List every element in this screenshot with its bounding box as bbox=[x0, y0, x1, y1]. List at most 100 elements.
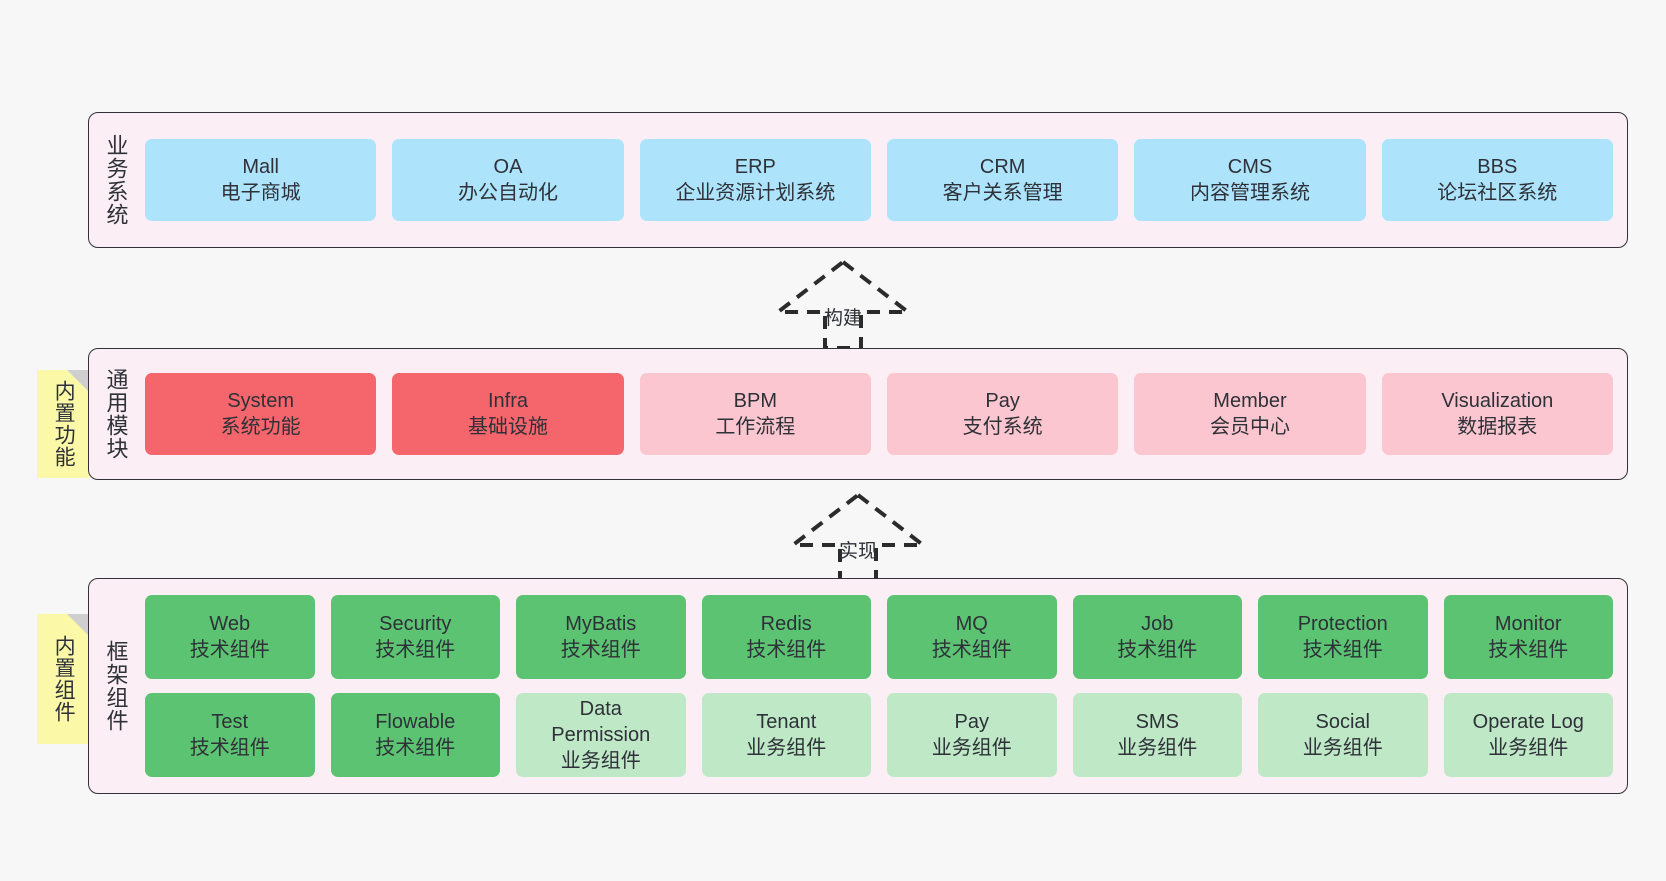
card-title: Mall bbox=[242, 156, 279, 178]
card-redis[interactable]: Redis 技术组件 bbox=[701, 595, 871, 679]
card-subtitle: 技术组件 bbox=[189, 639, 270, 661]
card-title: Redis bbox=[760, 613, 812, 635]
card-title: Tenant bbox=[756, 711, 817, 733]
card-subtitle: 电子商城 bbox=[220, 182, 301, 204]
card-title: Test bbox=[211, 711, 249, 733]
card-subtitle: 技术组件 bbox=[1488, 639, 1569, 661]
card-mall[interactable]: Mall 电子商城 bbox=[145, 139, 377, 221]
card-subtitle: 工作流程 bbox=[715, 416, 796, 438]
card-subtitle: 客户关系管理 bbox=[942, 182, 1063, 204]
card-title: Flowable bbox=[375, 711, 456, 733]
card-mq[interactable]: MQ 技术组件 bbox=[887, 595, 1057, 679]
card-title: Operate Log bbox=[1472, 711, 1584, 733]
card-title: Web bbox=[209, 613, 251, 635]
sticky-note-builtin-features: 内置功能 bbox=[37, 370, 89, 478]
build-arrow: 构建 bbox=[763, 256, 923, 352]
card-monitor[interactable]: Monitor 技术组件 bbox=[1443, 595, 1613, 679]
card-title: Visualization bbox=[1441, 390, 1554, 412]
card-subtitle: 业务组件 bbox=[560, 750, 641, 772]
card-pay[interactable]: Pay 支付系统 bbox=[886, 373, 1119, 455]
card-title: Job bbox=[1141, 613, 1174, 635]
implement-arrow: 实现 bbox=[778, 489, 938, 585]
card-social[interactable]: Social 业务组件 bbox=[1258, 693, 1428, 777]
card-bpm[interactable]: BPM 工作流程 bbox=[639, 373, 871, 455]
card-subtitle: 基础设施 bbox=[467, 416, 548, 438]
card-protection[interactable]: Protection 技术组件 bbox=[1258, 595, 1428, 679]
card-infra[interactable]: Infra 基础设施 bbox=[392, 373, 624, 455]
card-subtitle: 系统功能 bbox=[220, 416, 301, 438]
card-title: Data bbox=[579, 698, 622, 720]
card-row-framework-business: Test 技术组件 Flowable 技术组件 Data Permission … bbox=[145, 693, 1613, 777]
card-subtitle: 技术组件 bbox=[189, 737, 270, 759]
panel-body-business-systems: Mall 电子商城 OA 办公自动化 ERP 企业资源计划系统 CRM 客户关系… bbox=[141, 113, 1627, 247]
panel-body-common-modules: System 系统功能 Infra 基础设施 BPM 工作流程 Pay 支付系统… bbox=[141, 349, 1627, 479]
note-fold-corner bbox=[67, 370, 89, 392]
card-flowable[interactable]: Flowable 技术组件 bbox=[330, 693, 500, 777]
card-operate-log[interactable]: Operate Log 业务组件 bbox=[1443, 693, 1613, 777]
sticky-note-builtin-components: 内置组件 bbox=[37, 614, 89, 744]
card-row-business: Mall 电子商城 OA 办公自动化 ERP 企业资源计划系统 CRM 客户关系… bbox=[145, 139, 1613, 221]
panel-label-framework-components: 框架组件 bbox=[103, 640, 129, 732]
card-data-permission[interactable]: Data Permission 业务组件 bbox=[516, 693, 686, 777]
card-subtitle: 技术组件 bbox=[560, 639, 641, 661]
card-subtitle: 企业资源计划系统 bbox=[675, 182, 836, 204]
card-sms[interactable]: SMS 业务组件 bbox=[1072, 693, 1242, 777]
build-arrow-graphic bbox=[772, 259, 914, 350]
card-erp[interactable]: ERP 企业资源计划系统 bbox=[639, 139, 871, 221]
card-title: MyBatis bbox=[565, 613, 637, 635]
card-title: SMS bbox=[1135, 711, 1179, 733]
card-title: ERP bbox=[734, 156, 776, 178]
panel-business-systems: 业务系统 Mall 电子商城 OA 办公自动化 ERP 企业资源计划系统 CRM… bbox=[88, 112, 1628, 248]
panel-common-modules: 通用模块 System 系统功能 Infra 基础设施 BPM 工作流程 Pay… bbox=[88, 348, 1628, 480]
card-system[interactable]: System 系统功能 bbox=[145, 373, 377, 455]
card-title: System bbox=[227, 390, 294, 412]
card-bbs[interactable]: BBS 论坛社区系统 bbox=[1381, 139, 1613, 221]
card-subtitle: 业务组件 bbox=[931, 737, 1012, 759]
card-subtitle: 会员中心 bbox=[1209, 416, 1290, 438]
card-crm[interactable]: CRM 客户关系管理 bbox=[886, 139, 1119, 221]
card-row-framework-tech: Web 技术组件 Security 技术组件 MyBatis 技术组件 Redi… bbox=[145, 595, 1613, 679]
card-subtitle: 数据报表 bbox=[1457, 416, 1538, 438]
card-security[interactable]: Security 技术组件 bbox=[330, 595, 500, 679]
card-subtitle: 内容管理系统 bbox=[1189, 182, 1310, 204]
card-title: Pay bbox=[985, 390, 1020, 412]
card-title: CRM bbox=[979, 156, 1026, 178]
card-title: BBS bbox=[1477, 156, 1518, 178]
sticky-note-text: 内置功能 bbox=[52, 380, 76, 468]
card-title: Infra bbox=[487, 390, 528, 412]
card-subtitle: 业务组件 bbox=[1488, 737, 1569, 759]
card-title: Protection bbox=[1297, 613, 1388, 635]
card-title-line2: Permission bbox=[551, 724, 651, 746]
card-subtitle: 技术组件 bbox=[746, 639, 827, 661]
card-subtitle: 技术组件 bbox=[1302, 639, 1383, 661]
panel-label-common-modules: 通用模块 bbox=[103, 368, 129, 460]
card-title: Security bbox=[379, 613, 452, 635]
card-title: Member bbox=[1213, 390, 1287, 412]
card-subtitle: 技术组件 bbox=[375, 737, 456, 759]
card-subtitle: 支付系统 bbox=[962, 416, 1043, 438]
card-pay-business[interactable]: Pay 业务组件 bbox=[887, 693, 1057, 777]
card-member[interactable]: Member 会员中心 bbox=[1134, 373, 1366, 455]
card-visualization[interactable]: Visualization 数据报表 bbox=[1381, 373, 1613, 455]
card-title: Social bbox=[1315, 711, 1370, 733]
card-title: Pay bbox=[954, 711, 989, 733]
card-subtitle: 技术组件 bbox=[375, 639, 456, 661]
card-job[interactable]: Job 技术组件 bbox=[1072, 595, 1242, 679]
card-oa[interactable]: OA 办公自动化 bbox=[392, 139, 624, 221]
card-subtitle: 技术组件 bbox=[1117, 639, 1198, 661]
card-mybatis[interactable]: MyBatis 技术组件 bbox=[516, 595, 686, 679]
card-subtitle: 论坛社区系统 bbox=[1437, 182, 1558, 204]
panel-body-framework-components: Web 技术组件 Security 技术组件 MyBatis 技术组件 Redi… bbox=[141, 579, 1627, 793]
panel-label-business-systems: 业务系统 bbox=[103, 134, 129, 226]
card-subtitle: 业务组件 bbox=[1117, 737, 1198, 759]
implement-arrow-graphic bbox=[787, 492, 929, 583]
sticky-note-text: 内置组件 bbox=[52, 635, 76, 723]
panel-framework-components: 框架组件 Web 技术组件 Security 技术组件 MyBatis 技术组件… bbox=[88, 578, 1628, 794]
card-subtitle: 技术组件 bbox=[931, 639, 1012, 661]
card-subtitle: 办公自动化 bbox=[457, 182, 558, 204]
card-web[interactable]: Web 技术组件 bbox=[145, 595, 315, 679]
card-tenant[interactable]: Tenant 业务组件 bbox=[701, 693, 871, 777]
card-test[interactable]: Test 技术组件 bbox=[145, 693, 315, 777]
card-cms[interactable]: CMS 内容管理系统 bbox=[1134, 139, 1366, 221]
card-subtitle: 业务组件 bbox=[746, 737, 827, 759]
